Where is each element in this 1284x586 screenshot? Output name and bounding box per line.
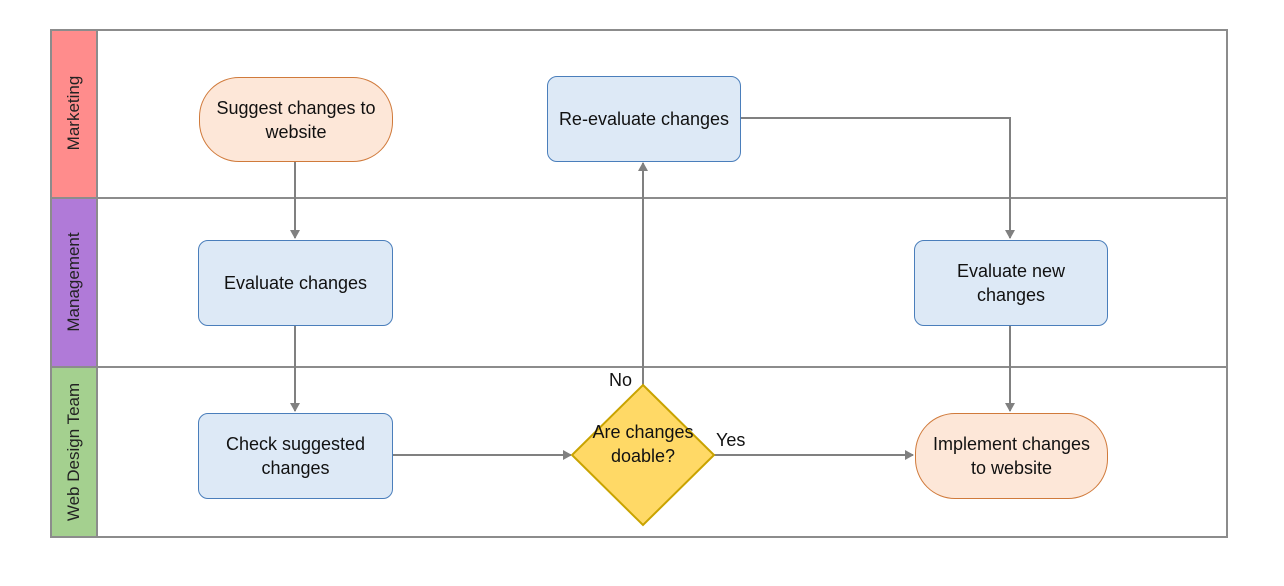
node-suggest-changes: Suggest changes to website — [199, 77, 393, 162]
lane-header-marketing — [50, 29, 98, 199]
edge-label-yes: Yes — [716, 430, 746, 450]
lane-header-management — [50, 197, 98, 368]
node-evaluate-changes: Evaluate changes — [198, 240, 393, 326]
decision-diamond — [570, 383, 716, 527]
lane-header-web-design-team — [50, 366, 98, 538]
node-implement-changes: Implement changes to website — [915, 413, 1108, 499]
node-check-suggested-changes: Check suggested changes — [198, 413, 393, 499]
connector-reevaluate-to-evaluate-new — [741, 117, 1015, 239]
decision-label: Are changes doable? — [592, 422, 694, 466]
edge-label-no: No — [609, 370, 633, 390]
node-reevaluate-changes: Re-evaluate changes — [547, 76, 741, 162]
node-evaluate-new-changes: Evaluate new changes — [914, 240, 1108, 326]
